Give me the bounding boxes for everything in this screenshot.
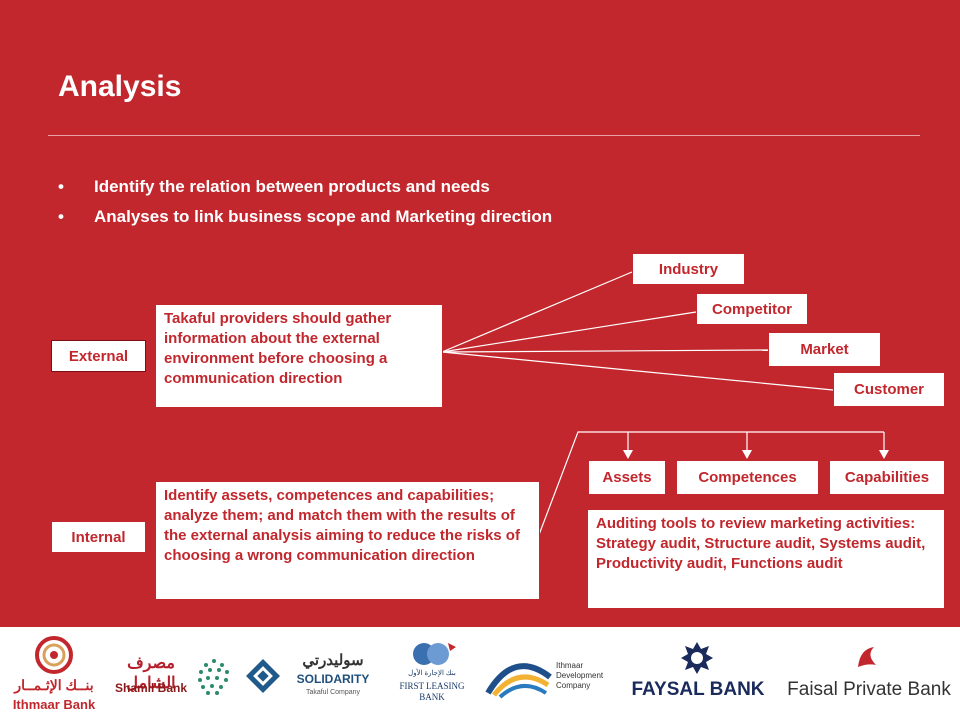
target-market: Market: [768, 332, 881, 367]
internal-description: Identify assets, competences and capabil…: [155, 481, 540, 600]
arrow-head-competences: [742, 450, 752, 459]
arrow-head-capabilities: [879, 450, 889, 459]
logo-strip: بنــك الإثـمــار Ithmaar Bank مصرف الشام…: [0, 627, 960, 720]
slide-title: Analysis: [58, 70, 182, 103]
globe-dots-icon: [198, 659, 229, 695]
ithmaar-swirl-icon: [35, 636, 73, 674]
bullet-dot: •: [58, 207, 64, 226]
faysal-emblem-icon: [681, 642, 713, 674]
faysal-bank-logo: FAYSAL BANK: [624, 639, 772, 709]
item-competences: Competences: [676, 460, 819, 495]
ithmaar-english-text: Ithmaar Bank: [12, 697, 96, 712]
connector-competitor: [441, 311, 697, 353]
arrow-head-assets: [623, 450, 633, 459]
solidarity-arabic-text: سوليدرتي: [302, 652, 364, 669]
bullet-text: Identify the relation between products a…: [94, 177, 490, 196]
faisal-private-emblem-icon: [858, 647, 876, 667]
first-leasing-logo: بنك الإجارة الأول FIRST LEASING BANK: [396, 641, 468, 713]
shamil-english-text: Shamil Bank: [114, 681, 188, 695]
faysal-bank-text: FAYSAL BANK: [631, 679, 765, 700]
bullet-list: • Identify the relation between products …: [58, 176, 552, 236]
solidarity-english-text: SOLIDARITY: [296, 672, 370, 686]
bullet-text: Analyses to link business scope and Mark…: [94, 207, 553, 226]
first-leasing-circles-icon: [413, 643, 456, 665]
auditing-tools: Auditing tools to review marketing activ…: [587, 509, 945, 609]
solidarity-emblem-icon: [246, 659, 280, 693]
connector-market: [441, 349, 769, 353]
faisal-private-bank-text: Faisal Private Bank: [787, 679, 951, 700]
connector-customer: [441, 351, 834, 391]
solidarity-sub-text: Takaful Company: [305, 689, 361, 696]
ithmaar-arabic-text: بنــك الإثـمــار: [14, 677, 94, 693]
bullet-dot: •: [58, 177, 64, 196]
external-description: Takaful providers should gather informat…: [155, 304, 443, 408]
shamil-bank-logo: مصرف الشامل Shamil Bank: [110, 647, 192, 707]
shamil-arabic-text: مصرف الشامل: [126, 655, 176, 692]
external-label: External: [51, 340, 146, 372]
first-leasing-arabic-text: بنك الإجارة الأول: [408, 670, 456, 677]
target-customer: Customer: [833, 372, 945, 407]
faisal-private-bank-logo: Faisal Private Bank: [780, 639, 958, 709]
diagram-connectors: [441, 271, 889, 541]
internal-label: Internal: [51, 521, 146, 553]
ithmaar-bank-logo: بنــك الإثـمــار Ithmaar Bank: [8, 633, 100, 717]
ithmaar-development-logo: Ithmaar Development Company: [484, 649, 616, 705]
first-leasing-english-text: FIRST LEASING BANK: [399, 681, 465, 702]
item-assets: Assets: [588, 460, 666, 495]
item-capabilities: Capabilities: [829, 460, 945, 495]
solidarity-logo: سوليدرتي SOLIDARITY Takaful Company: [246, 649, 380, 705]
target-industry: Industry: [632, 253, 745, 285]
bullet-item: • Identify the relation between products …: [58, 176, 552, 206]
ithmaar-development-text: Ithmaar Development Company: [556, 661, 604, 690]
title-divider: [48, 135, 920, 136]
connector-industry: [441, 271, 633, 353]
connector-internal-bracket: [536, 431, 884, 541]
target-competitor: Competitor: [696, 293, 808, 325]
ithmaar-development-arc-icon: [485, 663, 552, 699]
bullet-item: • Analyses to link business scope and Mar…: [58, 206, 552, 236]
